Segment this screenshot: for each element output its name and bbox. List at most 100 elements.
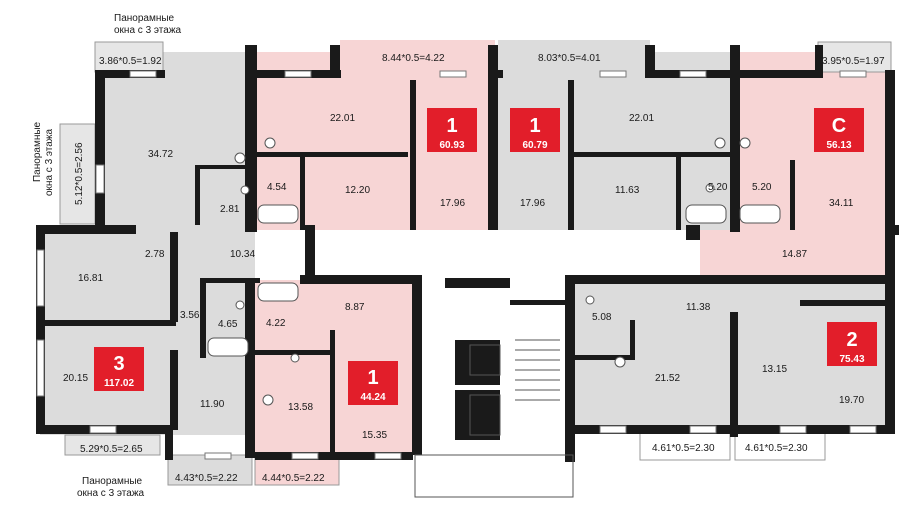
balcony-left-top [94,41,164,73]
room-area: 22.01 [330,113,355,124]
room-area: 12.20 [345,185,370,196]
balcony-top-pink [340,40,495,70]
caption-left-line2: окна с 3 этажа [44,128,55,196]
room-area: 11.63 [615,185,640,196]
room-area: 22.01 [629,113,654,124]
balcony-label: 8.44*0.5=4.22 [382,53,445,64]
balcony-left-bottom [64,434,161,456]
room-area: 4.65 [218,319,238,330]
badge-area: 56.13 [826,140,851,151]
stairs [414,339,574,498]
caption-bottom-left-line1: Панорамные [82,476,143,487]
balcony-label: 5.12*0.5=2.56 [74,142,85,205]
room-area: 21.52 [655,373,680,384]
caption-top-left-line2: окна с 3 этажа [114,25,182,36]
apartment-badge[interactable]: 1 60.93 [427,108,477,152]
balcony-top-grey [498,40,650,70]
balcony-label: 4.61*0.5=2.30 [652,443,715,454]
apartment-badge[interactable]: 2 75.43 [827,322,877,366]
apartment-badge[interactable]: 1 60.79 [510,108,560,152]
room-34-72 [95,52,253,230]
badge-rooms: С [832,115,846,137]
badge-area: 60.93 [439,140,464,151]
balcony-label: 4.44*0.5=2.22 [262,473,325,484]
caption-left-line1: Панорамные [32,121,43,182]
fixtures [207,137,781,406]
balcony-labels: 3.86*0.5=1.92 8.44*0.5=4.22 8.03*0.5=4.0… [74,53,885,484]
toilet-icon [290,353,300,363]
sink-icon [264,137,276,149]
room-area: 20.15 [63,373,88,384]
room-area: 2.78 [145,249,165,260]
balcony-bottom-3 [639,429,731,461]
room-14-87 [700,230,891,278]
room-area: 13.15 [762,364,787,375]
caption-bottom-left-line2: окна с 3 этажа [77,488,145,499]
balcony-left-side [59,123,96,225]
badge-rooms: 1 [367,367,378,389]
captions: Панорамные окна с 3 этажа Панорамные окн… [32,13,182,499]
room-16-81 [40,230,255,435]
sink-icon [234,152,246,164]
balcony-bottom-1 [167,454,253,486]
room-area: 15.35 [362,430,387,441]
room-area: 11.38 [686,302,711,313]
balcony-bottom-4 [734,429,826,461]
badge-area: 75.43 [839,354,864,365]
room-area: 4.54 [267,182,287,193]
apartment-badges: 1 60.93 1 60.79 С 56.13 3 117.02 1 44.24… [94,108,877,405]
room-area: 17.96 [440,198,465,209]
apartment-badge[interactable]: 3 117.02 [94,347,144,391]
bathtub-icon [207,337,249,357]
balcony-label: 3.95*0.5=1.97 [822,56,885,67]
badge-area: 117.02 [104,378,134,389]
room-area: 16.81 [78,273,103,284]
windows [36,70,877,460]
toilet-icon [235,300,245,310]
badge-rooms: 1 [446,115,457,137]
sink-icon [714,137,726,149]
room-area: 2.81 [220,204,240,215]
room-area: 13.58 [288,402,313,413]
room-34-11 [733,52,891,230]
walls [36,45,899,462]
badge-area: 44.24 [360,392,385,403]
room-area: 8.87 [345,302,365,313]
sink-icon [739,137,751,149]
balcony-label: 4.61*0.5=2.30 [745,443,808,454]
room-area: 5.20 [752,182,772,193]
room-area: 19.70 [839,395,864,406]
toilet-icon [585,295,595,305]
caption-top-left-line1: Панорамные [114,13,175,24]
bathtub-icon [257,204,299,224]
room-labels: 34.72 22.01 22.01 4.54 12.20 17.96 17.96… [63,113,864,441]
balcony-label: 3.86*0.5=1.92 [99,56,162,67]
bathtub-icon [257,282,299,302]
balcony-label: 4.43*0.5=2.22 [175,473,238,484]
room-area: 34.11 [829,198,854,209]
room-area: 3.56 [180,310,200,321]
apartment-badge[interactable]: С 56.13 [814,108,864,152]
badge-area: 60.79 [522,140,547,151]
badge-rooms: 2 [846,329,857,351]
corridor [305,230,700,278]
room-area: 14.87 [782,249,807,260]
room-area: 17.96 [520,198,545,209]
badge-rooms: 1 [529,115,540,137]
bathtub-icon [739,204,781,224]
room-area: 5.20 [708,182,728,193]
sink-icon [614,356,626,368]
balcony-label: 8.03*0.5=4.01 [538,53,601,64]
toilet-icon [705,183,715,193]
badge-rooms: 3 [113,353,124,375]
apartment-badge[interactable]: 1 44.24 [348,361,398,405]
sink-icon [262,394,274,406]
room-area: 4.22 [266,318,286,329]
room-area: 34.72 [148,149,173,160]
room-area: 5.08 [592,312,612,323]
toilet-icon [240,185,250,195]
room-area: 11.90 [200,399,225,410]
room-area: 10.34 [230,249,255,260]
bathtub-icon [685,204,727,224]
